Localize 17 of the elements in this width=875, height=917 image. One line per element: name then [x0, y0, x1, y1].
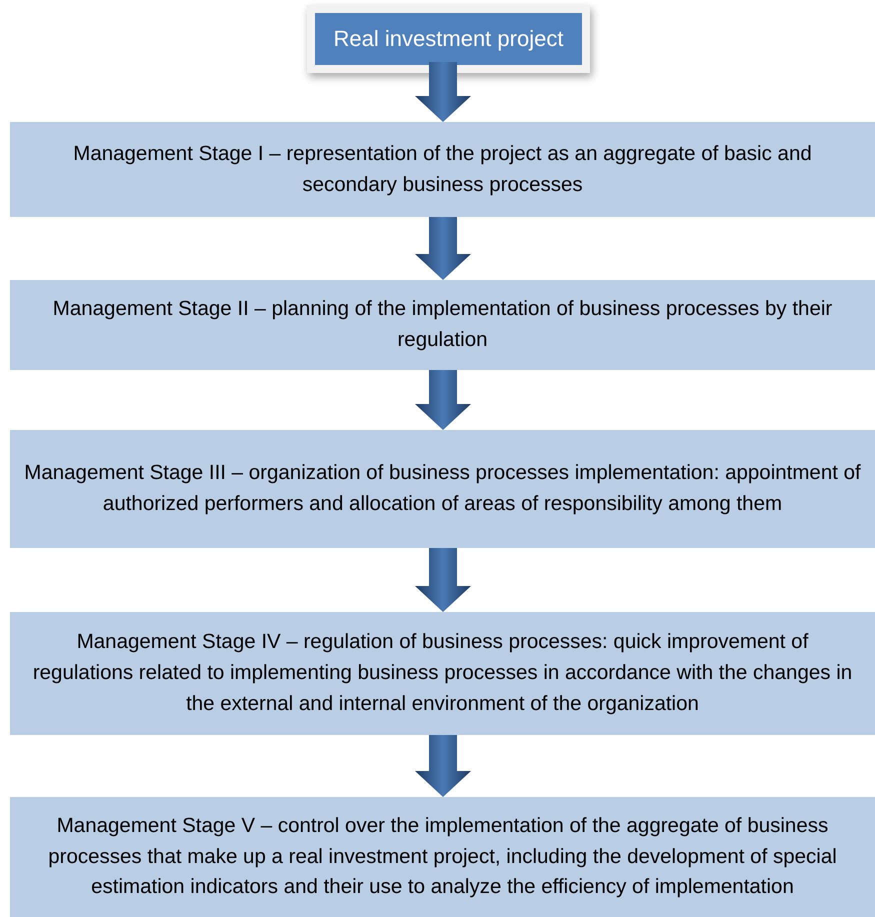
arrow: [415, 62, 471, 122]
arrow: [415, 370, 471, 430]
stage-box: [10, 430, 875, 548]
node-text: Real investment project: [334, 26, 564, 52]
node-text: Management Stage IV – regulation of business processes: quick improvement of regulations related to implementing business processes in accordance with the changes in the external and internal environment of the organization: [32, 629, 854, 717]
start-box: [307, 5, 590, 73]
node-text: Management Stage III – organization of business processes implementation: appointment of authorized performers and allocation of areas of responsibility among them: [24, 460, 861, 517]
node-text: Management Stage II – planning of the implementation of business processes by their regulation: [52, 296, 834, 353]
stage-box: [10, 612, 875, 735]
stage-box: [10, 122, 875, 217]
node-text: Management Stage I – representation of the project as an aggregate of basic and secondary business processes: [72, 140, 813, 198]
node-text: Management Stage V – control over the implementation of the aggregate of business processes that make up a real investment project, including the development of special estimation indicators and their use to analyze the efficiency of implementation: [47, 812, 838, 900]
arrow: [415, 735, 471, 797]
stage-box: [10, 280, 875, 370]
arrow: [415, 217, 471, 280]
stage-box: [10, 797, 875, 917]
arrow: [415, 548, 471, 612]
